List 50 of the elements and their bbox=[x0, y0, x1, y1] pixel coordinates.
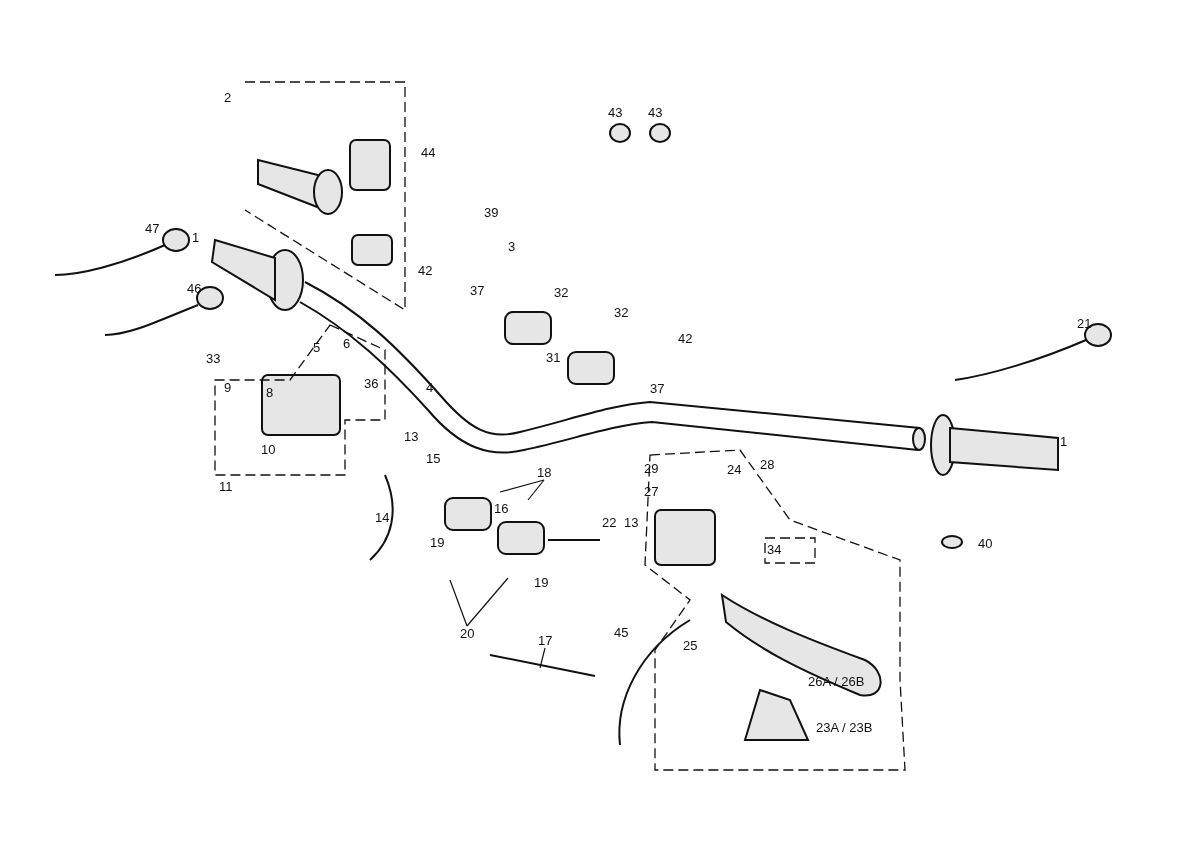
callout-number: 8 bbox=[266, 385, 274, 400]
callout-number: 6 bbox=[343, 336, 351, 351]
callout-number: 31 bbox=[546, 350, 561, 365]
callout-number: 33 bbox=[206, 351, 221, 366]
callout-number: 47 bbox=[145, 221, 160, 236]
callout-number: 2 bbox=[224, 90, 232, 105]
callout-number: 37 bbox=[650, 381, 665, 396]
leader-line bbox=[499, 479, 545, 493]
callout-number: 11 bbox=[219, 479, 233, 494]
callout-number: 34 bbox=[767, 542, 782, 557]
callout-number: 37 bbox=[470, 283, 485, 298]
callout-number: 19 bbox=[430, 535, 445, 550]
callout-number: 13 bbox=[404, 429, 419, 444]
leader-line bbox=[466, 577, 509, 627]
leader-line bbox=[449, 579, 468, 627]
callout-number: 1 bbox=[1060, 434, 1068, 449]
callout-number: 45 bbox=[614, 625, 629, 640]
callout-number: 23A / 23B bbox=[816, 720, 873, 735]
callout-number: 9 bbox=[224, 380, 232, 395]
callout-number: 14 bbox=[375, 510, 390, 525]
callout-number: 40 bbox=[978, 536, 993, 551]
callout-number: 5 bbox=[313, 340, 321, 355]
callout-number: 43 bbox=[608, 105, 623, 120]
callout-number: 42 bbox=[418, 263, 433, 278]
callout-number: 39 bbox=[484, 205, 499, 220]
callout-number: 1 bbox=[192, 230, 200, 245]
callout-number: 44 bbox=[421, 145, 436, 160]
callout-number: 32 bbox=[614, 305, 629, 320]
callout-number: 19 bbox=[534, 575, 549, 590]
callout-number: 18 bbox=[537, 465, 552, 480]
callout-number: 20 bbox=[460, 626, 475, 641]
callout-number: 28 bbox=[760, 457, 775, 472]
callout-number: 3 bbox=[508, 239, 516, 254]
callout-number: 13 bbox=[624, 515, 639, 530]
callout-number: 17 bbox=[538, 633, 553, 648]
callout-number: 32 bbox=[554, 285, 569, 300]
leader-line bbox=[539, 647, 546, 669]
callout-number: 36 bbox=[364, 376, 379, 391]
callout-number: 43 bbox=[648, 105, 663, 120]
callout-number: 24 bbox=[727, 462, 742, 477]
callout-number: 22 bbox=[602, 515, 617, 530]
callout-number: 27 bbox=[644, 484, 659, 499]
callout-number: 10 bbox=[261, 442, 276, 457]
callout-number: 16 bbox=[494, 501, 509, 516]
callout-number: 15 bbox=[426, 451, 441, 466]
callout-number: 29 bbox=[644, 461, 659, 476]
callout-number: 21 bbox=[1077, 316, 1092, 331]
leader-line bbox=[527, 479, 545, 501]
callout-number: 25 bbox=[683, 638, 698, 653]
callout-number: 42 bbox=[678, 331, 693, 346]
